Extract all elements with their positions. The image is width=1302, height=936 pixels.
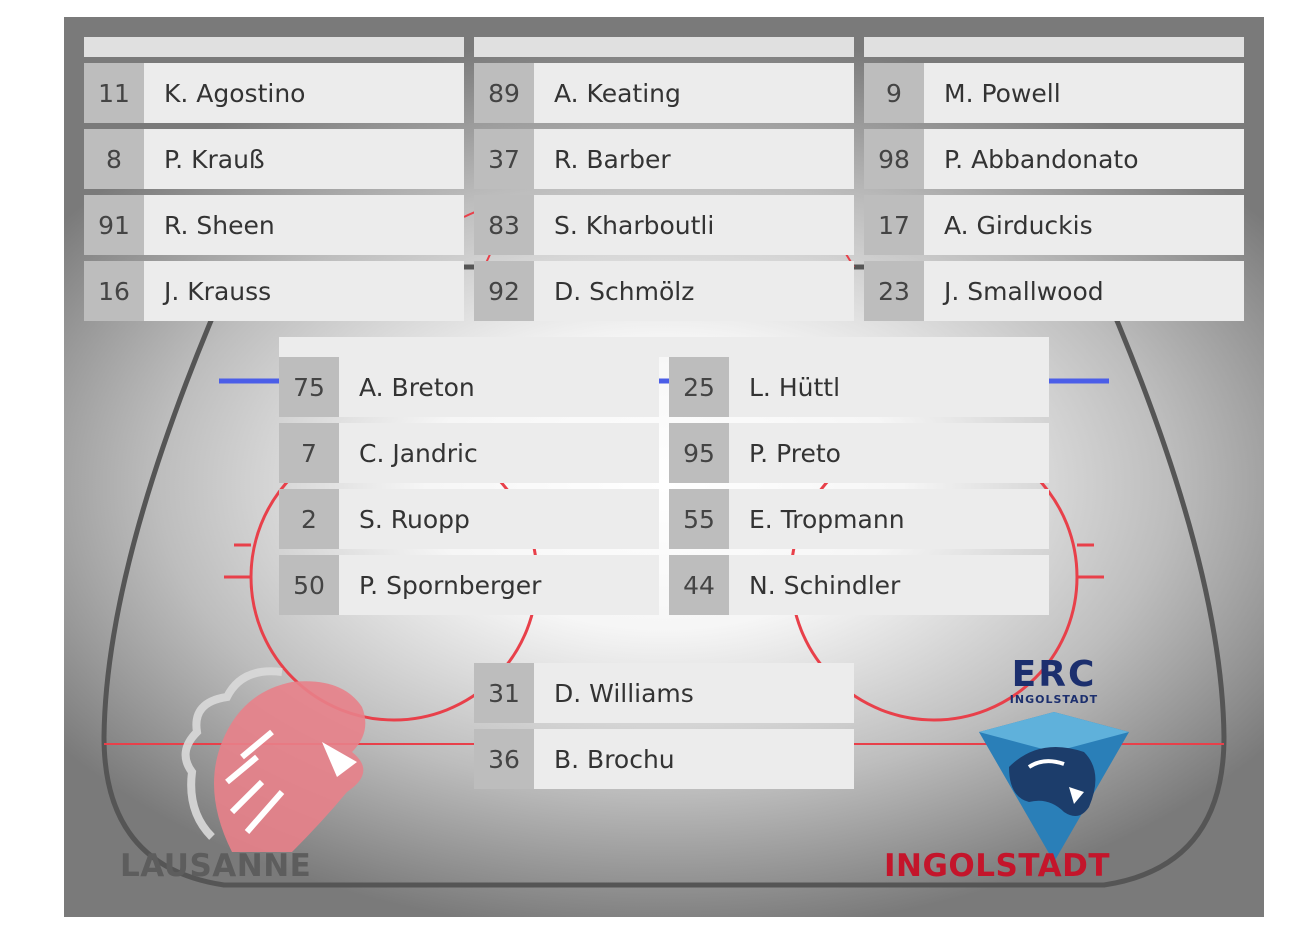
player-row[interactable]: 37 R. Barber [474, 129, 854, 189]
rink-boards [101, 264, 1227, 888]
player-number: 91 [84, 195, 144, 255]
player-row[interactable]: 95 P. Preto [669, 423, 1049, 483]
player-name: S. Ruopp [359, 504, 470, 534]
player-number: 16 [84, 261, 144, 321]
player-name: D. Williams [554, 678, 694, 708]
group-header [84, 37, 464, 57]
player-name: M. Powell [944, 78, 1061, 108]
player-row[interactable]: 7 C. Jandric [279, 423, 659, 483]
away-team-name: INGOLSTADT [884, 848, 1110, 884]
player-row[interactable]: 75 A. Breton [279, 357, 659, 417]
line-group: 31 D. Williams 36 B. Brochu [474, 663, 854, 789]
player-number: 7 [279, 423, 339, 483]
player-row[interactable]: 36 B. Brochu [474, 729, 854, 789]
player-row[interactable]: 11 K. Agostino [84, 63, 464, 123]
player-row[interactable]: 89 A. Keating [474, 63, 854, 123]
player-row[interactable]: 50 P. Spornberger [279, 555, 659, 615]
player-name: J. Smallwood [944, 276, 1104, 306]
player-name: P. Spornberger [359, 570, 542, 600]
line-group: 9 M. Powell 98 P. Abbandonato 17 A. Girduckis… [864, 37, 1244, 321]
player-name: A. Girduckis [944, 210, 1093, 240]
player-number: 11 [84, 63, 144, 123]
player-name: K. Agostino [164, 78, 306, 108]
player-name: N. Schindler [749, 570, 901, 600]
player-name: R. Sheen [164, 210, 275, 240]
group-header [864, 37, 1244, 57]
line-group: 11 K. Agostino 8 P. Krauß 91 R. Sheen 16 J. Kra… [84, 37, 464, 321]
panther-head-icon [979, 712, 1129, 862]
player-row[interactable]: 23 J. Smallwood [864, 261, 1244, 321]
player-row[interactable]: 9 M. Powell [864, 63, 1244, 123]
player-name: P. Abbandonato [944, 144, 1139, 174]
player-row[interactable]: 8 P. Krauß [84, 129, 464, 189]
lion-head-icon [181, 667, 366, 852]
player-row[interactable]: 55 E. Tropmann [669, 489, 1049, 549]
player-name: E. Tropmann [749, 504, 905, 534]
player-row[interactable]: 92 D. Schmölz [474, 261, 854, 321]
erc-logo: ERC INGOLSTADT [984, 654, 1124, 707]
player-number: 31 [474, 663, 534, 723]
player-row[interactable]: 31 D. Williams [474, 663, 854, 723]
player-number: 37 [474, 129, 534, 189]
player-number: 75 [279, 357, 339, 417]
group-header [474, 37, 854, 57]
player-row[interactable]: 2 S. Ruopp [279, 489, 659, 549]
player-row[interactable]: 25 L. Hüttl [669, 357, 1049, 417]
player-number: 8 [84, 129, 144, 189]
player-number: 2 [279, 489, 339, 549]
player-number: 83 [474, 195, 534, 255]
player-number: 55 [669, 489, 729, 549]
player-row[interactable]: 17 A. Girduckis [864, 195, 1244, 255]
player-name: A. Keating [554, 78, 681, 108]
player-number: 89 [474, 63, 534, 123]
home-team-name: LAUSANNE [120, 848, 312, 884]
player-number: 95 [669, 423, 729, 483]
player-number: 17 [864, 195, 924, 255]
player-number: 44 [669, 555, 729, 615]
erc-wordmark: ERC [1011, 654, 1097, 695]
player-number: 9 [864, 63, 924, 123]
player-number: 23 [864, 261, 924, 321]
line-group: 25 L. Hüttl 95 P. Preto 55 E. Tropmann 44 N. Sc… [669, 357, 1049, 615]
defense-header [279, 337, 1049, 357]
player-name: J. Krauss [164, 276, 272, 306]
player-name: P. Preto [749, 438, 841, 468]
erc-subtext: INGOLSTADT [1009, 693, 1099, 706]
player-name: P. Krauß [164, 144, 265, 174]
player-number: 25 [669, 357, 729, 417]
player-name: D. Schmölz [554, 276, 695, 306]
player-name: L. Hüttl [749, 372, 841, 402]
player-name: B. Brochu [554, 744, 675, 774]
player-number: 98 [864, 129, 924, 189]
player-row[interactable]: 98 P. Abbandonato [864, 129, 1244, 189]
player-number: 36 [474, 729, 534, 789]
player-row[interactable]: 16 J. Krauss [84, 261, 464, 321]
player-row[interactable]: 44 N. Schindler [669, 555, 1049, 615]
line-group: 89 A. Keating 37 R. Barber 83 S. Kharboutli 92… [474, 37, 854, 321]
player-name: C. Jandric [359, 438, 478, 468]
player-number: 50 [279, 555, 339, 615]
line-group: 75 A. Breton 7 C. Jandric 2 S. Ruopp 50 P. Spor… [279, 357, 659, 615]
player-row[interactable]: 91 R. Sheen [84, 195, 464, 255]
player-name: A. Breton [359, 372, 475, 402]
player-row[interactable]: 83 S. Kharboutli [474, 195, 854, 255]
player-name: R. Barber [554, 144, 671, 174]
player-name: S. Kharboutli [554, 210, 715, 240]
player-number: 92 [474, 261, 534, 321]
